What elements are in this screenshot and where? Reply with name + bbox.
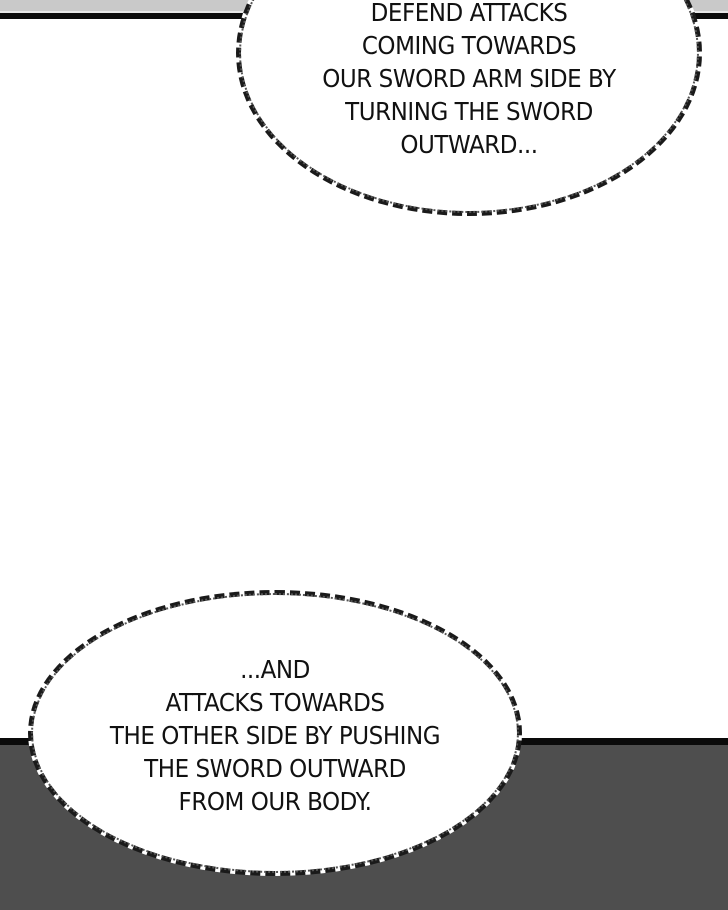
dialogue-line: DEFEND ATTACKS [370,0,568,27]
dialogue-line: TURNING THE SWORD [345,97,593,126]
dialogue-line: ...AND [240,655,310,684]
dialogue-line: THE OTHER SIDE BY PUSHING [109,721,441,750]
speech-bubble-text: ...AND ATTACKS TOWARDS THE OTHER SIDE BY… [52,653,497,818]
dialogue-line: FROM OUR BODY. [178,787,372,816]
dialogue-line: THE SWORD OUTWARD [144,754,406,783]
dialogue-line: ATTACKS TOWARDS [165,688,385,717]
speech-bubble-top: DEFEND ATTACKS COMING TOWARDS OUR SWORD … [236,0,702,216]
speech-bubble-bottom: ...AND ATTACKS TOWARDS THE OTHER SIDE BY… [28,590,522,876]
dialogue-line: OUR SWORD ARM SIDE BY [322,64,616,93]
speech-bubble-text: DEFEND ATTACKS COMING TOWARDS OUR SWORD … [259,0,679,161]
dialogue-line: COMING TOWARDS [361,31,577,60]
dialogue-line: OUTWARD... [400,130,538,159]
